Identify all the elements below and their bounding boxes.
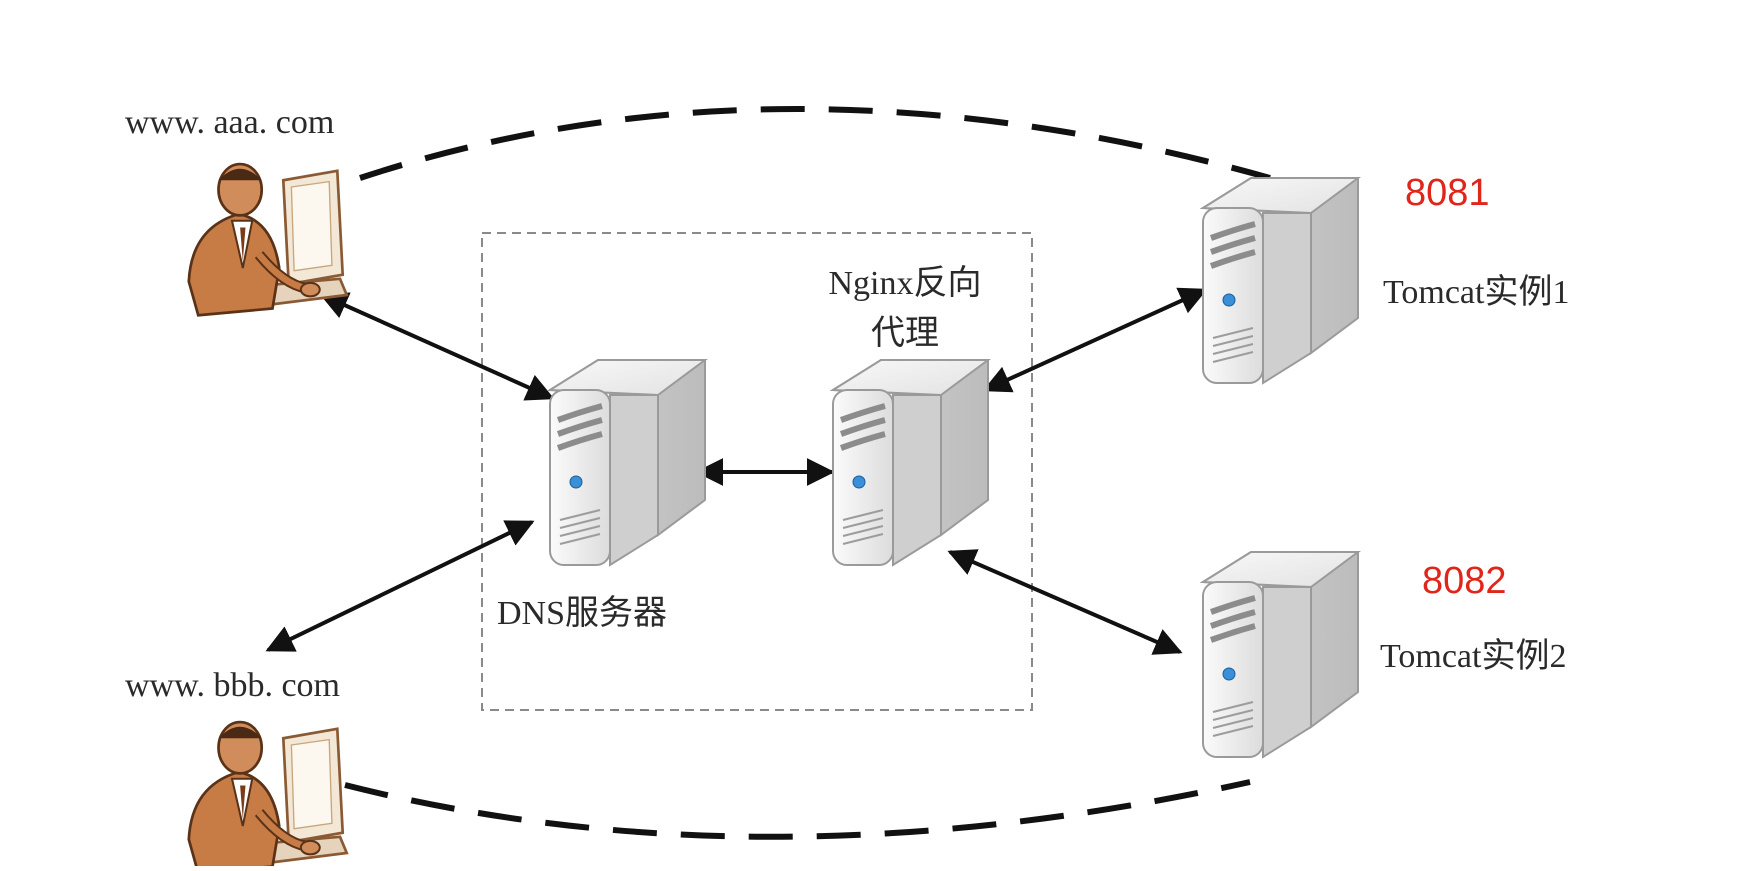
nginx-label-line2: 代理 [871, 315, 939, 352]
tomcat1-server-icon [1203, 178, 1358, 383]
tomcat1-label: Tomcat实例1 [1383, 274, 1570, 311]
client-b-user-icon [189, 722, 347, 866]
nginx-label-line1: Nginx反向 [828, 265, 982, 302]
tomcat2-server-icon [1203, 552, 1358, 757]
tomcat2-port-label: 8082 [1422, 560, 1507, 602]
arrow-client-b-dns [265, 520, 535, 652]
client-a-user-icon [189, 164, 347, 315]
dashed-link-bottom [344, 779, 1251, 840]
client-b-host-label: www. bbb. com [125, 667, 340, 704]
arrow-nginx-tomcat2 [947, 549, 1183, 655]
client-a-host-label: www. aaa. com [125, 104, 335, 141]
dns-server-label: DNS服务器 [497, 595, 668, 632]
arrow-client-a-dns [319, 292, 555, 401]
dns-server-icon [550, 360, 705, 565]
proxy-boundary-box [481, 232, 1033, 711]
dashed-link-top [359, 106, 1271, 181]
tomcat2-label: Tomcat实例2 [1380, 638, 1567, 675]
tomcat1-port-label: 8081 [1405, 172, 1490, 214]
arrow-nginx-tomcat1 [982, 287, 1208, 393]
nginx-server-icon [833, 360, 988, 565]
